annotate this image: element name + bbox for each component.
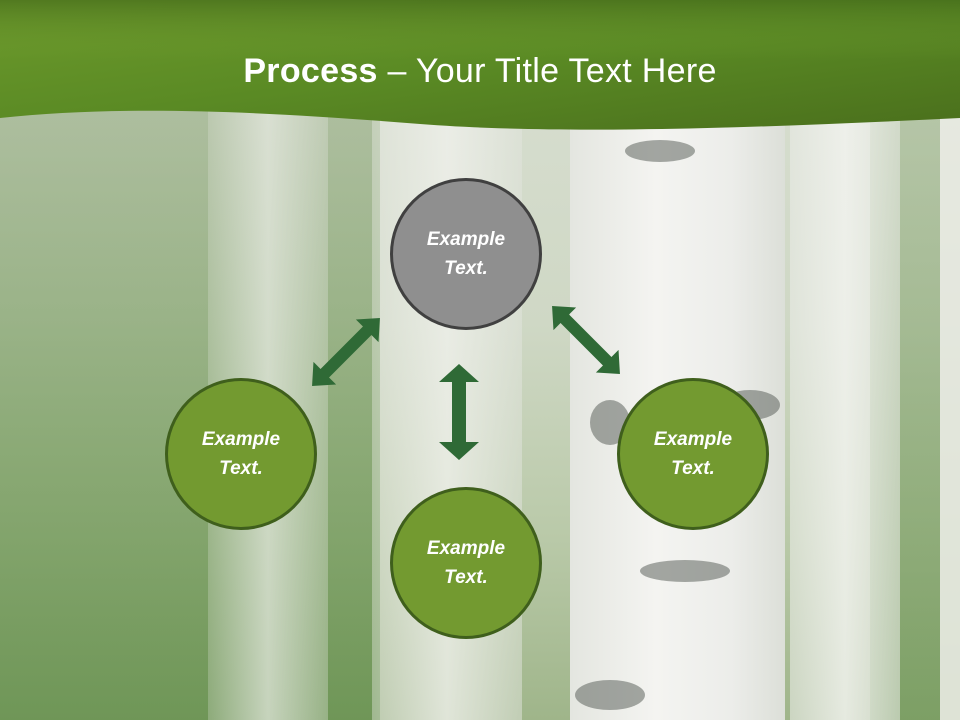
node-text-line1: Example xyxy=(426,229,506,250)
node-text-line1: Example xyxy=(426,538,506,559)
birch-trunk xyxy=(790,100,900,720)
process-node-bottom[interactable]: Example Text. xyxy=(390,487,542,639)
slide-title: Process – Your Title Text Here xyxy=(0,52,960,91)
title-text: – Your Title Text Here xyxy=(377,52,717,90)
node-text-line2: Text. xyxy=(444,258,488,279)
double-arrow-icon xyxy=(552,306,620,374)
process-node-right[interactable]: Example Text. xyxy=(617,378,769,530)
node-text-line2: Text. xyxy=(671,458,715,479)
title-bold: Process xyxy=(243,52,378,90)
node-text-line1: Example xyxy=(653,429,733,450)
double-arrow-icon xyxy=(312,318,380,386)
process-node-left[interactable]: Example Text. xyxy=(165,378,317,530)
node-text-line2: Text. xyxy=(444,567,488,588)
node-text-line1: Example xyxy=(201,429,281,450)
double-arrow-icon xyxy=(439,364,479,460)
header-band xyxy=(0,0,960,130)
node-text-line2: Text. xyxy=(219,458,263,479)
process-node-top[interactable]: Example Text. xyxy=(390,178,542,330)
birch-trunk xyxy=(940,100,960,720)
